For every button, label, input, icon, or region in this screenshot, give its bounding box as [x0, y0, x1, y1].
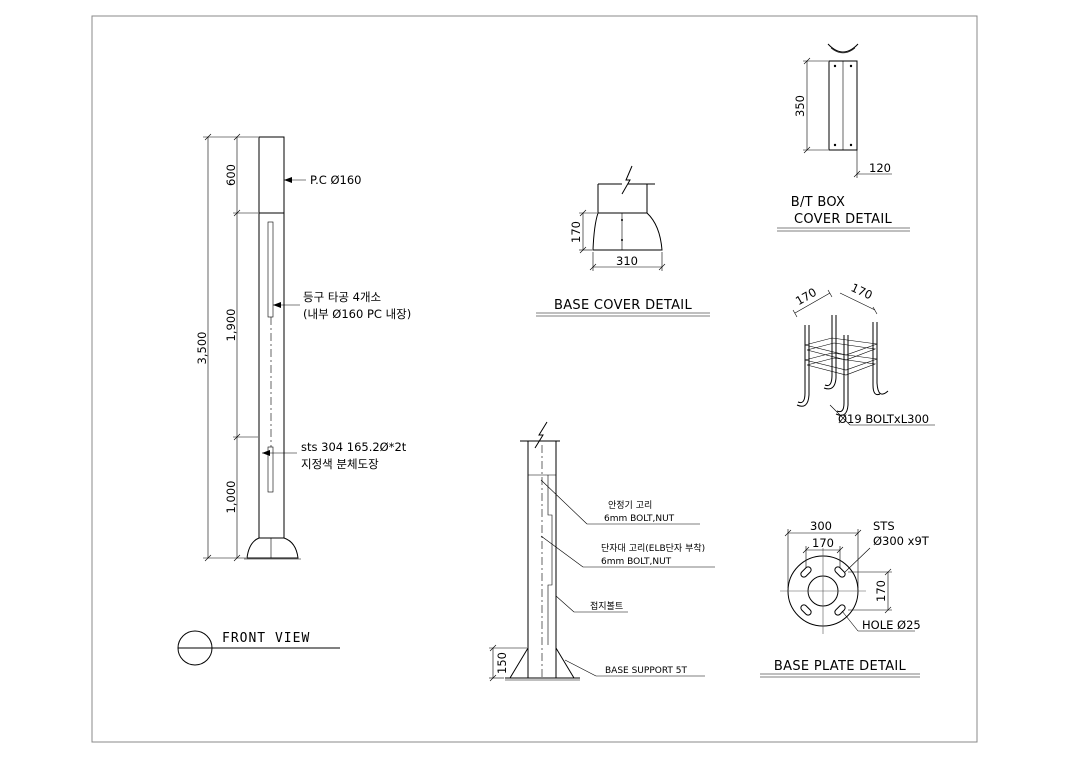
bt-box-cover-detail: 350 120 B/T BOX COVER DETAIL — [777, 43, 910, 232]
anchor-bolt-note: Ø19 BOLTxL300 — [838, 412, 929, 426]
label-ground-bolt: 접지볼트 — [590, 600, 623, 612]
base-cover-detail: 170 310 BASE COVER DETAIL — [536, 165, 710, 317]
bt-box-dim-height: 350 — [793, 95, 807, 117]
front-view-title: FRONT VIEW — [222, 631, 310, 646]
note-pc-diameter: P.C Ø160 — [310, 173, 362, 187]
base-plate-material-line2: Ø300 x9T — [873, 534, 930, 548]
bt-box-title-line1: B/T BOX — [791, 195, 845, 210]
label-terminal-bolt: 6mm BOLT,NUT — [601, 557, 672, 567]
note-hole-line2: (내부 Ø160 PC 내장) — [303, 307, 411, 321]
note-material-line1: sts 304 165.2Ø*2t — [301, 440, 407, 454]
label-terminal-hook: 단자대 고리(ELB단자 부착) — [601, 543, 705, 554]
side-dim-base: 150 — [495, 652, 509, 674]
dim-total-height: 3,500 — [195, 332, 209, 365]
pole-base-cover — [246, 537, 299, 559]
base-plate-title: BASE PLATE DETAIL — [774, 659, 907, 674]
base-cover-dim-height: 170 — [569, 221, 583, 243]
bt-box-dim-width: 120 — [869, 161, 891, 175]
base-plate-detail: 300 170 170 STS Ø300 x9T HOLE Ø25 BASE P… — [760, 519, 930, 678]
sheet-border — [91, 15, 978, 743]
anchor-bolt-detail: 170 170 Ø19 BOLTxL300 — [792, 280, 935, 426]
side-view-detail: 150 안정기 고리 6mm BOLT,NUT 단자대 고리(ELB단자 부착)… — [489, 421, 715, 682]
dim-top-section: 600 — [224, 164, 238, 186]
base-cover-title: BASE COVER DETAIL — [554, 298, 692, 313]
note-hole-line1: 등구 타공 4개소 — [303, 290, 381, 304]
base-plate-material-line1: STS — [873, 519, 895, 533]
bt-box-title-line2: COVER DETAIL — [794, 212, 893, 227]
dim-mid-section: 1,900 — [224, 309, 238, 342]
label-base-support: BASE SUPPORT 5T — [605, 666, 688, 676]
label-ballast-bolt: 6mm BOLT,NUT — [604, 514, 675, 524]
base-plate-dim-outer: 300 — [810, 519, 832, 533]
base-plate-dim-inner: 170 — [812, 536, 834, 550]
base-plate-hole-note: HOLE Ø25 — [862, 618, 921, 632]
note-material-line2: 지정색 분체도장 — [301, 457, 379, 471]
dim-bottom-section: 1,000 — [224, 481, 238, 514]
pole-hole-slot — [267, 221, 274, 318]
base-plate-dim-side: 170 — [874, 580, 888, 602]
label-ballast-hook: 안정기 고리 — [608, 500, 652, 511]
base-cover-dim-width: 310 — [616, 254, 638, 268]
front-view: 3,500 600 1,900 1,000 P.C Ø160 등구 타공 4개소… — [177, 133, 411, 666]
